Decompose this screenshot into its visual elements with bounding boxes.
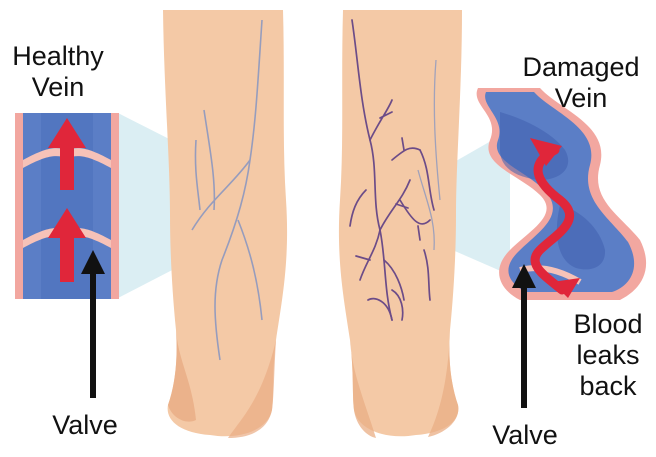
healthy-vein-label: Healthy Vein: [0, 41, 116, 103]
damaged-vein-label: Damaged Vein: [506, 52, 656, 114]
healthy-vein: [15, 113, 119, 299]
valve-label-right: Valve: [470, 420, 580, 451]
right-leg: [339, 10, 462, 438]
left-leg: [163, 10, 287, 438]
blood-leaks-back-label: Blood leaks back: [560, 309, 656, 402]
valve-label-left: Valve: [30, 410, 140, 441]
